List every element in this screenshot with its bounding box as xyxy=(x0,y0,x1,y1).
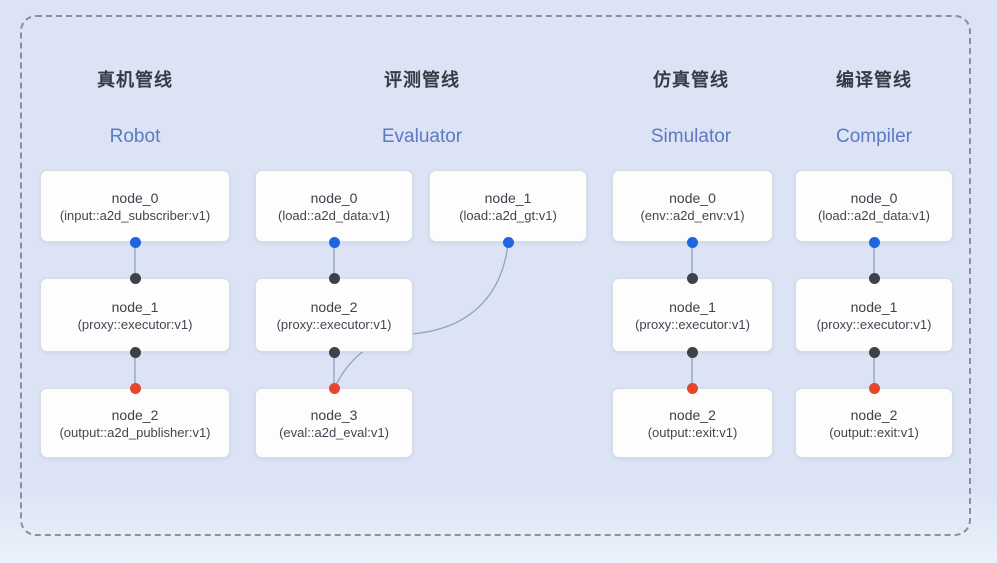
output-port-dot-dark xyxy=(686,346,698,358)
terminal-input-port-dot xyxy=(686,382,698,394)
pipeline-heading-en-evaluator: Evaluator xyxy=(381,126,463,147)
node-subtitle: (load::a2d_gt:v1) xyxy=(459,207,557,223)
node-title: node_1 xyxy=(850,298,898,315)
node-title: node_1 xyxy=(484,189,532,206)
node-box: node_1 (proxy::executor:v1) xyxy=(612,278,773,352)
node-subtitle: (env::a2d_env:v1) xyxy=(640,207,745,223)
node-title: node_1 xyxy=(111,298,159,315)
terminal-input-port-dot xyxy=(868,382,880,394)
pipeline-heading-zh-robot: 真机管线 xyxy=(97,70,173,90)
node-subtitle: (load::a2d_data:v1) xyxy=(817,207,931,223)
node-subtitle: (proxy::executor:v1) xyxy=(635,316,750,332)
node-box: node_0 (load::a2d_data:v1) xyxy=(255,170,413,242)
node-title: node_3 xyxy=(310,406,358,423)
input-port-dot xyxy=(868,272,880,284)
node-subtitle: (output::exit:v1) xyxy=(829,424,919,440)
pipeline-heading-en-simulator: Simulator xyxy=(650,126,732,147)
node-box: node_1 (proxy::executor:v1) xyxy=(795,278,953,352)
node-box: node_2 (output::exit:v1) xyxy=(795,388,953,458)
node-subtitle: (output::exit:v1) xyxy=(647,424,738,440)
pipeline-heading-zh-evaluator: 评测管线 xyxy=(384,70,460,90)
edge-eval-1-3 xyxy=(335,243,509,386)
node-title: node_2 xyxy=(111,406,159,423)
diagram-border xyxy=(20,15,971,536)
node-subtitle: (eval::a2d_eval:v1) xyxy=(279,424,389,440)
node-box: node_2 (output::exit:v1) xyxy=(612,388,773,458)
node-subtitle: (input::a2d_subscriber:v1) xyxy=(59,207,211,223)
node-subtitle: (output::a2d_publisher:v1) xyxy=(59,424,211,440)
output-port-dot-dark xyxy=(328,346,340,358)
input-port-dot xyxy=(328,272,340,284)
node-box: node_2 (proxy::executor:v1) xyxy=(255,278,413,352)
node-subtitle: (proxy::executor:v1) xyxy=(77,316,193,332)
node-box: node_1 (proxy::executor:v1) xyxy=(40,278,230,352)
output-port-dot xyxy=(328,236,340,248)
pipeline-heading-en-robot: Robot xyxy=(109,126,161,147)
output-port-dot xyxy=(129,236,141,248)
node-title: node_2 xyxy=(669,406,716,423)
output-port-dot xyxy=(868,236,880,248)
node-title: node_0 xyxy=(669,189,716,206)
node-title: node_0 xyxy=(310,189,358,206)
output-port-dot xyxy=(502,236,514,248)
node-title: node_2 xyxy=(850,406,898,423)
input-port-dot xyxy=(686,272,698,284)
terminal-input-port-dot xyxy=(129,382,141,394)
output-port-dot-dark xyxy=(868,346,880,358)
pipeline-heading-zh-compiler: 编译管线 xyxy=(836,70,912,90)
node-box: node_0 (load::a2d_data:v1) xyxy=(795,170,953,242)
output-port-dot xyxy=(686,236,698,248)
node-box: node_0 (input::a2d_subscriber:v1) xyxy=(40,170,230,242)
input-port-dot xyxy=(129,272,141,284)
node-title: node_0 xyxy=(850,189,898,206)
output-port-dot-dark xyxy=(129,346,141,358)
node-box: node_0 (env::a2d_env:v1) xyxy=(612,170,773,242)
pipeline-heading-zh-simulator: 仿真管线 xyxy=(653,70,729,90)
node-subtitle: (proxy::executor:v1) xyxy=(816,316,932,332)
node-title: node_1 xyxy=(669,298,716,315)
node-subtitle: (proxy::executor:v1) xyxy=(276,316,392,332)
node-box: node_3 (eval::a2d_eval:v1) xyxy=(255,388,413,458)
node-box: node_1 (load::a2d_gt:v1) xyxy=(429,170,587,242)
node-box: node_2 (output::a2d_publisher:v1) xyxy=(40,388,230,458)
node-title: node_2 xyxy=(310,298,358,315)
node-subtitle: (load::a2d_data:v1) xyxy=(277,207,391,223)
node-title: node_0 xyxy=(111,189,159,206)
pipeline-heading-en-compiler: Compiler xyxy=(835,126,913,147)
terminal-input-port-dot xyxy=(328,382,340,394)
